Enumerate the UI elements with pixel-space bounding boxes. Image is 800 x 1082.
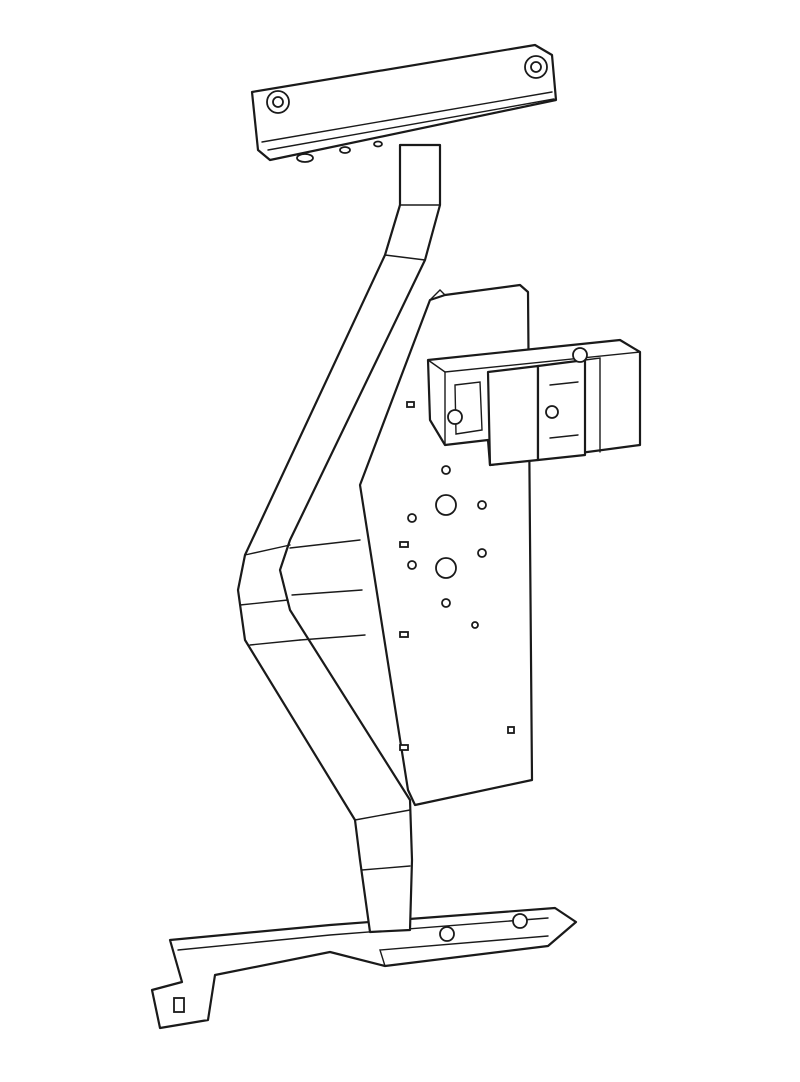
plate-hole — [441, 465, 451, 475]
clamp-bolt — [545, 405, 559, 419]
top-plate-hole-inner — [272, 96, 284, 108]
top-plate-slot — [373, 140, 383, 148]
base-foot-plate — [150, 906, 578, 1030]
plate-hole — [471, 621, 479, 629]
plate-hole — [407, 513, 417, 523]
plate-slot — [399, 631, 409, 638]
plate-slot — [399, 541, 409, 548]
top-plate-slot — [296, 153, 314, 163]
clamp-bolt — [447, 409, 463, 425]
plate-hole — [435, 557, 457, 579]
foot-hole — [439, 926, 455, 942]
plate-slot — [507, 726, 515, 734]
clamp-bracket — [426, 338, 642, 467]
plate-slot — [399, 744, 409, 751]
clamp-hole — [572, 347, 588, 363]
plate-hole — [477, 500, 487, 510]
plate-hole — [407, 560, 417, 570]
plate-hole — [477, 548, 487, 558]
foot-tab-slot — [173, 997, 185, 1013]
top-plate-slot — [339, 146, 351, 154]
foot-hole — [512, 913, 528, 929]
plate-hole — [435, 494, 457, 516]
plate-hole — [441, 598, 451, 608]
support-tube — [236, 143, 442, 934]
plate-slot — [406, 401, 415, 408]
top-plate-hole-inner — [530, 61, 542, 73]
top-mounting-plate — [250, 43, 558, 163]
